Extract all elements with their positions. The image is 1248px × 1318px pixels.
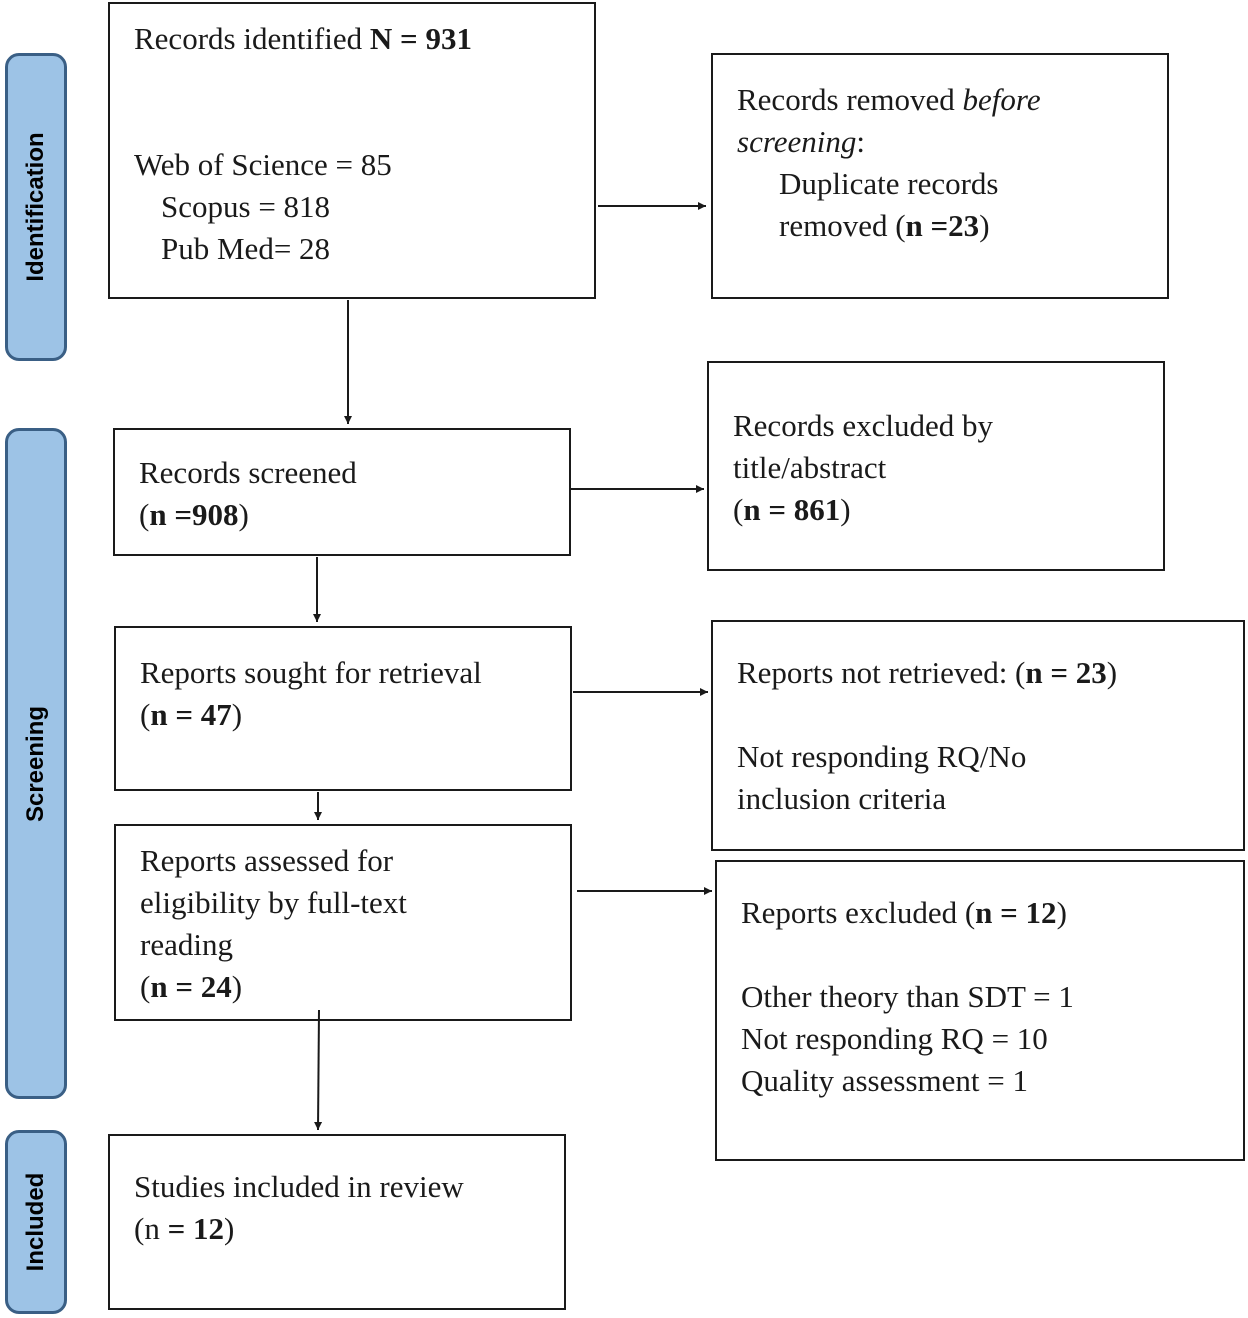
records-removed-box: Records removed before screening: Duplic… [711, 53, 1169, 299]
duplicate-count-label: removed ( [779, 208, 906, 243]
excluded-open: ( [733, 492, 744, 527]
records-removed-colon: : [856, 124, 865, 159]
not-retrieved-label: Reports not retrieved: ( [737, 655, 1026, 690]
records-removed-italic: before [962, 82, 1041, 117]
arrow-assessed-to-included [314, 1009, 323, 1131]
records-identified-total: N = 931 [369, 21, 472, 56]
sought-close: ) [231, 697, 243, 732]
reports-not-retrieved-box: Reports not retrieved: (n = 23) Not resp… [711, 620, 1245, 851]
screened-close: ) [238, 497, 249, 532]
records-excluded-line1: Records excluded by [733, 408, 993, 443]
reports-excluded-box: Reports excluded (n = 12) Other theory t… [715, 860, 1245, 1161]
phase-identification: Identification [5, 53, 67, 361]
exclusion-reason-rq: Not responding RQ = 10 [741, 1021, 1048, 1056]
studies-included-label: Studies included in review [134, 1169, 464, 1204]
records-screened-count: n =908 [149, 497, 239, 532]
reports-not-retrieved-count: n = 23 [1025, 655, 1107, 690]
reports-excluded-line: Reports excluded (n = 12) [741, 892, 1243, 934]
reports-not-retrieved-line: Reports not retrieved: (n = 23) [737, 652, 1243, 694]
reports-sought-count: n = 47 [150, 697, 232, 732]
exclusion-reason-theory: Other theory than SDT = 1 [741, 979, 1074, 1014]
duplicate-count-line: removed (n =23) [737, 205, 1167, 247]
duplicate-close: ) [979, 208, 990, 243]
phase-included: Included [5, 1130, 67, 1314]
reports-sought-box: Reports sought for retrieval (n = 47) [114, 626, 572, 791]
reports-assessed-count-line: (n = 24) [140, 966, 570, 1008]
not-retrieved-close: ) [1106, 655, 1118, 690]
records-excluded-count: n = 861 [743, 492, 841, 527]
records-identified-label: Records identified [134, 21, 370, 56]
records-removed-line: Records removed before [737, 79, 1167, 121]
records-screened-box: Records screened (n =908) [113, 428, 571, 556]
records-screened-count-line: (n =908) [139, 494, 569, 536]
reports-sought-count-line: (n = 47) [140, 694, 570, 736]
excluded-close: ) [840, 492, 851, 527]
records-identified-box: Records identified N = 931 Web of Scienc… [108, 2, 596, 299]
records-removed-line2: screening: [737, 121, 1167, 163]
records-screened-label: Records screened [139, 455, 357, 490]
duplicate-records-line: Duplicate records [779, 166, 999, 201]
included-open: (n [134, 1211, 168, 1246]
duplicate-count: n =23 [905, 208, 980, 243]
reports-excluded-count: n = 12 [975, 895, 1057, 930]
included-close: ) [224, 1211, 235, 1246]
reports-excluded-close: ) [1056, 895, 1067, 930]
screened-open: ( [139, 497, 150, 532]
source-web-of-science: Web of Science = 85 [134, 147, 392, 182]
phase-screening: Screening [5, 428, 67, 1099]
reports-assessed-line3: reading [140, 927, 233, 962]
records-excluded-box: Records excluded by title/abstract (n = … [707, 361, 1165, 571]
not-retrieved-reason2: inclusion criteria [737, 781, 947, 816]
records-removed-label: Records removed [737, 82, 963, 117]
records-removed-italic2: screening [737, 124, 857, 159]
sought-open: ( [140, 697, 151, 732]
studies-included-count-line: (n = 12) [134, 1208, 564, 1250]
records-excluded-count-line: (n = 861) [733, 489, 1163, 531]
assessed-open: ( [140, 969, 151, 1004]
not-retrieved-reason1: Not responding RQ/No [737, 739, 1027, 774]
records-identified-line: Records identified N = 931 [134, 18, 594, 60]
reports-excluded-label: Reports excluded ( [741, 895, 976, 930]
reports-assessed-line1: Reports assessed for [140, 843, 394, 878]
source-scopus: Scopus = 818 [161, 189, 331, 224]
records-excluded-line2: title/abstract [733, 450, 887, 485]
studies-included-box: Studies included in review (n = 12) [108, 1134, 566, 1310]
reports-assessed-line2: eligibility by full-text [140, 885, 407, 920]
reports-assessed-box: Reports assessed for eligibility by full… [114, 824, 572, 1021]
reports-assessed-count: n = 24 [150, 969, 232, 1004]
source-pubmed: Pub Med= 28 [161, 231, 331, 266]
assessed-close: ) [231, 969, 243, 1004]
exclusion-reason-quality: Quality assessment = 1 [741, 1063, 1028, 1098]
studies-included-count: = 12 [167, 1211, 224, 1246]
reports-sought-label: Reports sought for retrieval [140, 655, 482, 690]
